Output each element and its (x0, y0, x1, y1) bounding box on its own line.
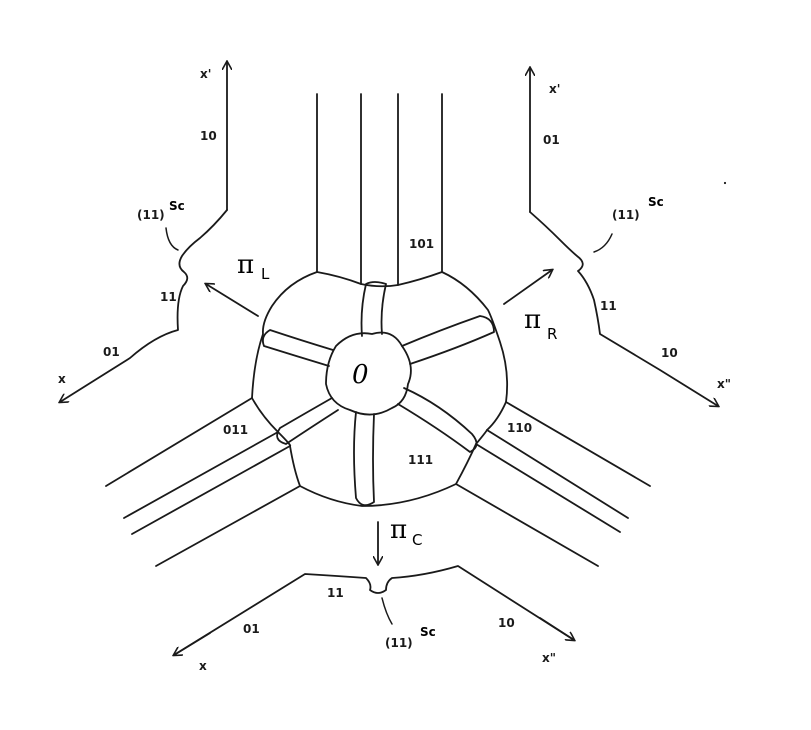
bottom-label-11: 11 (327, 586, 344, 600)
pi-right-arrow (503, 270, 552, 305)
bottom-right-arrow (539, 617, 574, 640)
left-axis-horizontal-label: x (58, 372, 66, 386)
left-label-01: 01 (103, 345, 120, 359)
right-axis-horizontal-label: x" (717, 377, 731, 391)
lower-right-line-4 (455, 483, 599, 567)
projection-arrows: π L π R π C (206, 250, 557, 564)
lower-left-line-2 (123, 431, 279, 519)
label-011: 011 (223, 423, 248, 437)
pi-right-subscript: R (547, 325, 557, 343)
bottom-panel: 11 01 10 x x" (11) Sc (173, 565, 575, 673)
right-panel: x' 01 11 10 x" (11) Sc (530, 68, 731, 406)
pi-center-subscript: C (412, 531, 422, 549)
spoke-lower-left (276, 397, 339, 445)
right-stray-dot (723, 181, 727, 185)
left-label-10: 10 (200, 129, 217, 143)
spoke-bottom (353, 411, 375, 507)
right-boundary-curve (529, 211, 718, 406)
lower-right-line-3 (475, 443, 621, 533)
spoke-lower-right (397, 387, 478, 453)
right-sc-label: (11) (612, 208, 640, 222)
left-label-11: 11 (160, 290, 177, 304)
left-sc-leader (165, 227, 179, 251)
label-111: 111 (408, 453, 433, 467)
left-sc-label: (11) (137, 208, 165, 222)
bottom-sc-superscript: Sc (420, 625, 436, 639)
pi-left-symbol: π (237, 250, 254, 280)
right-label-01: 01 (543, 133, 560, 147)
bottom-sc-leader (381, 597, 393, 625)
left-axis-vertical-label: x' (200, 67, 211, 81)
spoke-right (401, 315, 495, 365)
vertex-label: 0 (352, 360, 369, 390)
outer-boundary (251, 271, 509, 507)
lower-left-line-1 (105, 397, 253, 487)
right-axis-vertical-label: x' (549, 82, 560, 96)
right-label-10: 10 (661, 346, 678, 360)
label-110: 110 (507, 421, 532, 435)
central-cell (325, 331, 412, 416)
spoke-top (360, 281, 387, 337)
pi-left-arrow (206, 284, 259, 317)
bottom-axis-left-label: x (199, 659, 207, 673)
bottom-axis-right-label: x" (542, 651, 556, 665)
bottom-sc-label: (11) (385, 636, 413, 650)
lower-left-line-3 (131, 445, 291, 535)
bottom-label-01: 01 (243, 622, 260, 636)
left-sc-superscript: Sc (169, 199, 185, 213)
bottom-left-arrow (174, 632, 211, 655)
pi-right-symbol: π (524, 305, 541, 335)
right-label-11: 11 (600, 299, 617, 313)
lower-right-line-2 (486, 429, 629, 519)
pi-left-subscript: L (261, 265, 270, 283)
pi-center-symbol: π (390, 515, 407, 545)
right-sc-leader (593, 233, 613, 253)
spoke-left (261, 329, 334, 367)
lower-right-line-1 (505, 401, 651, 487)
left-boundary-curve (60, 209, 228, 402)
left-panel: x' 10 11 01 x (11) Sc (58, 62, 227, 402)
bottom-label-10: 10 (498, 616, 515, 630)
label-101: 101 (409, 237, 434, 251)
center-complex: 0 101 011 110 111 (105, 93, 651, 567)
bottom-boundary-curve (173, 565, 575, 656)
right-sc-superscript: Sc (648, 195, 664, 209)
lower-left-line-4 (155, 485, 301, 567)
